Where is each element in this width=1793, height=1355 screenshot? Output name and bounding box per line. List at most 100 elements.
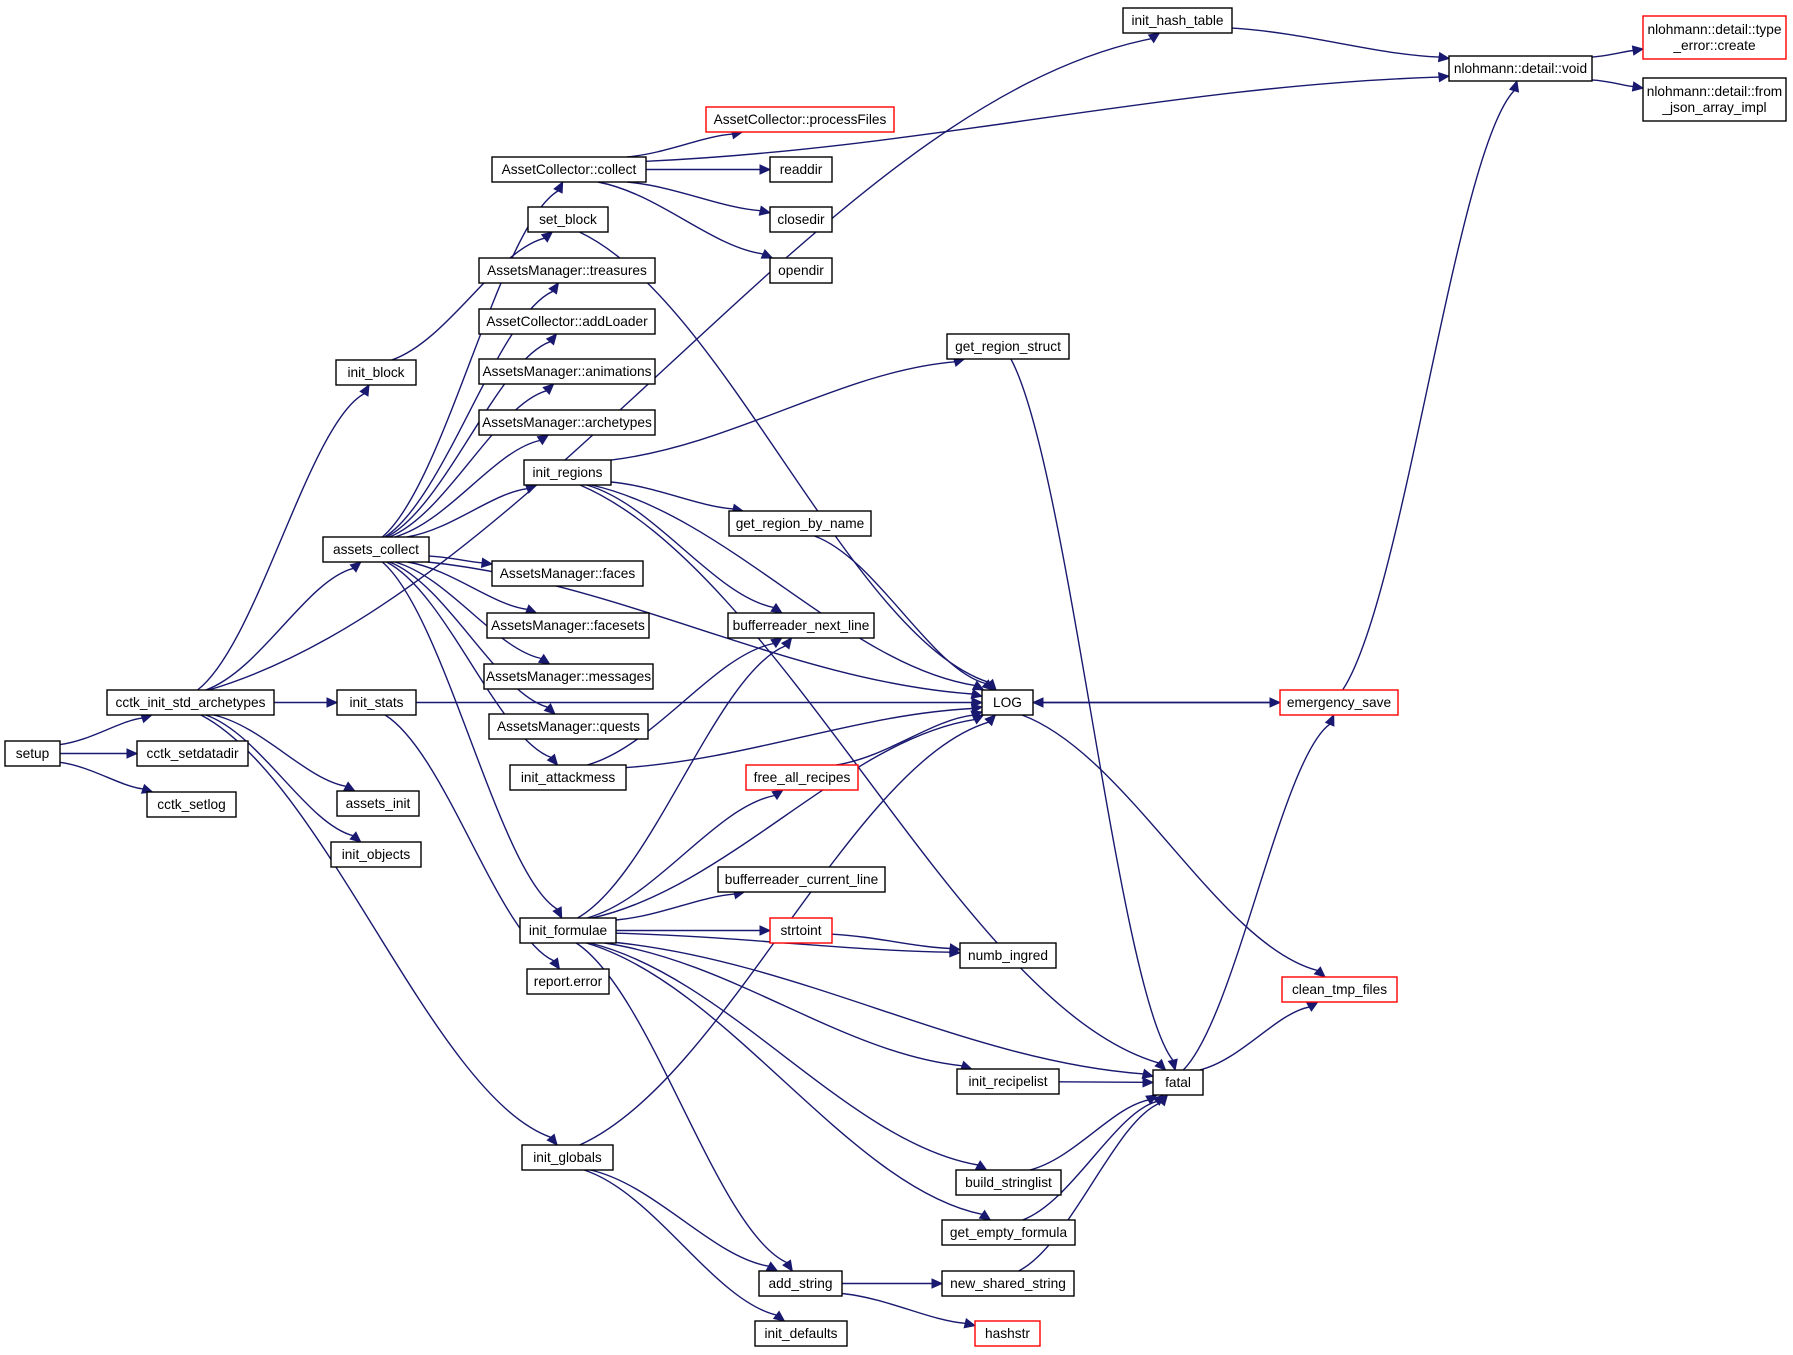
- node-box[interactable]: [1642, 15, 1787, 60]
- node-box[interactable]: [758, 1270, 843, 1297]
- node-box[interactable]: [146, 791, 237, 818]
- node-box[interactable]: [106, 689, 275, 716]
- node-box[interactable]: [523, 459, 612, 486]
- node-treasures[interactable]: AssetsManager::treasures: [478, 257, 656, 284]
- node-box[interactable]: [769, 917, 833, 944]
- node-init-block[interactable]: init_block: [335, 359, 417, 386]
- node-animations[interactable]: AssetsManager::animations: [478, 358, 656, 385]
- node-cctk-setdatadir[interactable]: cctk_setdatadir: [136, 740, 249, 767]
- node-box[interactable]: [1279, 689, 1399, 716]
- node-box[interactable]: [521, 1144, 614, 1171]
- node-archetypes[interactable]: AssetsManager::archetypes: [478, 409, 656, 436]
- node-build-stringlist[interactable]: build_stringlist: [955, 1169, 1062, 1196]
- node-get-empty-formula[interactable]: get_empty_formula: [941, 1219, 1076, 1246]
- node-box[interactable]: [754, 1320, 848, 1347]
- node-setup[interactable]: setup: [4, 740, 61, 767]
- node-set-block[interactable]: set_block: [527, 206, 609, 233]
- node-box[interactable]: [974, 1320, 1041, 1347]
- node-init-recipelist[interactable]: init_recipelist: [956, 1068, 1060, 1095]
- node-report-error[interactable]: report.error: [526, 968, 610, 995]
- node-box[interactable]: [1152, 1069, 1204, 1096]
- node-box[interactable]: [136, 740, 249, 767]
- node-box[interactable]: [745, 764, 859, 791]
- node-bufferreader-next-line[interactable]: bufferreader_next_line: [727, 612, 875, 639]
- node-box[interactable]: [941, 1270, 1075, 1297]
- node-box[interactable]: [1281, 976, 1398, 1003]
- node-box[interactable]: [491, 156, 647, 183]
- node-box[interactable]: [483, 663, 654, 690]
- node-box[interactable]: [322, 536, 430, 563]
- node-box[interactable]: [1122, 7, 1233, 34]
- node-assets-init[interactable]: assets_init: [336, 790, 420, 817]
- node-box[interactable]: [491, 560, 644, 587]
- node-cctk-init-std-archetypes[interactable]: cctk_init_std_archetypes: [106, 689, 275, 716]
- node-emergency-save[interactable]: emergency_save: [1279, 689, 1399, 716]
- node-init-formulae[interactable]: init_formulae: [519, 917, 617, 944]
- node-box[interactable]: [946, 333, 1070, 360]
- node-init-defaults[interactable]: init_defaults: [754, 1320, 848, 1347]
- node-box[interactable]: [478, 358, 656, 385]
- node-box[interactable]: [769, 206, 833, 233]
- node-processFiles[interactable]: AssetCollector::processFiles: [705, 106, 895, 133]
- node-box[interactable]: [336, 689, 417, 716]
- node-opendir[interactable]: opendir: [769, 257, 833, 284]
- node-box[interactable]: [727, 612, 875, 639]
- node-bufferreader-current-line[interactable]: bufferreader_current_line: [717, 866, 886, 893]
- node-box[interactable]: [478, 257, 656, 284]
- node-assets-collect[interactable]: assets_collect: [322, 536, 430, 563]
- node-box[interactable]: [335, 359, 417, 386]
- node-box[interactable]: [959, 942, 1057, 969]
- node-messages[interactable]: AssetsManager::messages: [483, 663, 654, 690]
- node-box[interactable]: [1642, 77, 1787, 122]
- node-clean-tmp-files[interactable]: clean_tmp_files: [1281, 976, 1398, 1003]
- node-closedir[interactable]: closedir: [769, 206, 833, 233]
- node-init-stats[interactable]: init_stats: [336, 689, 417, 716]
- node-box[interactable]: [478, 409, 656, 436]
- node-box[interactable]: [941, 1219, 1076, 1246]
- node-nlohmann-void[interactable]: nlohmann::detail::void: [1448, 55, 1593, 82]
- node-add-string[interactable]: add_string: [758, 1270, 843, 1297]
- node-box[interactable]: [509, 764, 627, 791]
- node-nlohmann-type-error[interactable]: nlohmann::detail::type_error::create: [1642, 15, 1787, 60]
- node-box[interactable]: [488, 713, 649, 740]
- node-quests[interactable]: AssetsManager::quests: [488, 713, 649, 740]
- node-get-region-by-name[interactable]: get_region_by_name: [728, 510, 872, 537]
- node-init-objects[interactable]: init_objects: [330, 841, 422, 868]
- node-box[interactable]: [330, 841, 422, 868]
- node-free-all-recipes[interactable]: free_all_recipes: [745, 764, 859, 791]
- node-numb-ingred[interactable]: numb_ingred: [959, 942, 1057, 969]
- node-box[interactable]: [478, 308, 656, 335]
- node-box[interactable]: [527, 206, 609, 233]
- node-box[interactable]: [728, 510, 872, 537]
- node-hashstr[interactable]: hashstr: [974, 1320, 1041, 1347]
- node-box[interactable]: [981, 689, 1034, 716]
- node-box[interactable]: [336, 790, 420, 817]
- node-fatal[interactable]: fatal: [1152, 1069, 1204, 1096]
- node-collect[interactable]: AssetCollector::collect: [491, 156, 647, 183]
- node-box[interactable]: [956, 1068, 1060, 1095]
- node-box[interactable]: [955, 1169, 1062, 1196]
- node-init-hash-table[interactable]: init_hash_table: [1122, 7, 1233, 34]
- node-box[interactable]: [519, 917, 617, 944]
- node-readdir[interactable]: readdir: [769, 156, 833, 183]
- node-get-region-struct[interactable]: get_region_struct: [946, 333, 1070, 360]
- node-facesets[interactable]: AssetsManager::facesets: [486, 612, 650, 639]
- node-cctk-setlog[interactable]: cctk_setlog: [146, 791, 237, 818]
- node-init-attackmess[interactable]: init_attackmess: [509, 764, 627, 791]
- node-box[interactable]: [1448, 55, 1593, 82]
- node-init-globals[interactable]: init_globals: [521, 1144, 614, 1171]
- node-box[interactable]: [705, 106, 895, 133]
- node-init-regions[interactable]: init_regions: [523, 459, 612, 486]
- node-addLoader[interactable]: AssetCollector::addLoader: [478, 308, 656, 335]
- node-new-shared-string[interactable]: new_shared_string: [941, 1270, 1075, 1297]
- node-box[interactable]: [769, 257, 833, 284]
- node-box[interactable]: [486, 612, 650, 639]
- node-strtoint[interactable]: strtoint: [769, 917, 833, 944]
- node-box[interactable]: [4, 740, 61, 767]
- node-box[interactable]: [769, 156, 833, 183]
- node-box[interactable]: [717, 866, 886, 893]
- node-box[interactable]: [526, 968, 610, 995]
- node-nlohmann-from-json[interactable]: nlohmann::detail::from_json_array_impl: [1642, 77, 1787, 122]
- node-faces[interactable]: AssetsManager::faces: [491, 560, 644, 587]
- node-LOG[interactable]: LOG: [981, 689, 1034, 716]
